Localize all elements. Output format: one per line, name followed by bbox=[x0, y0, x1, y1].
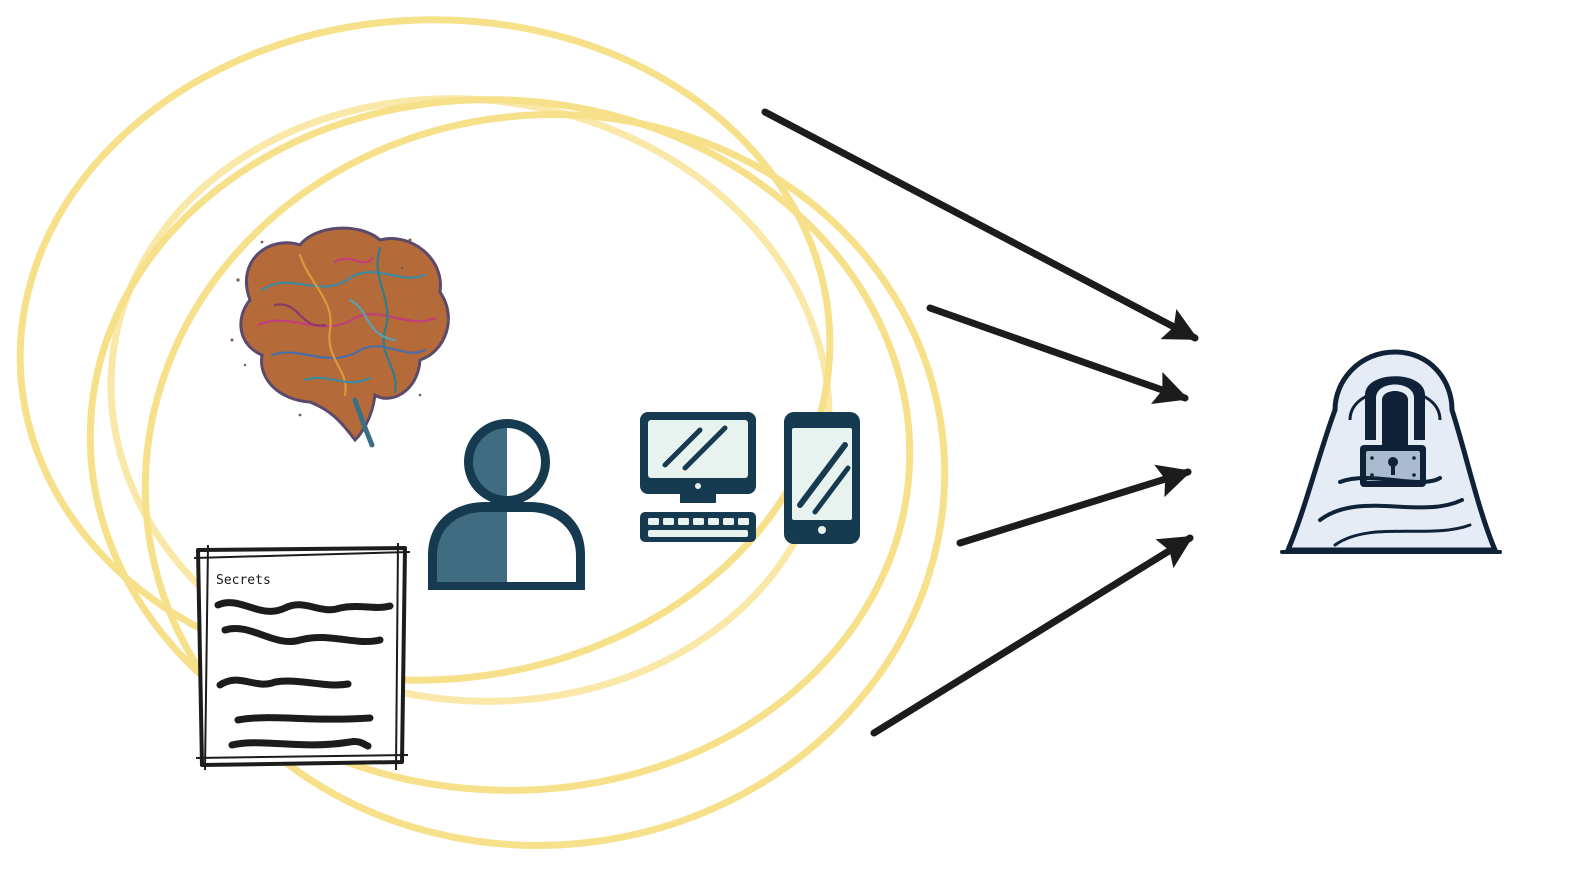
scribble-loop-4 bbox=[107, 95, 833, 705]
smartphone-icon bbox=[784, 412, 860, 544]
person-icon bbox=[428, 419, 585, 590]
arrow-2 bbox=[926, 304, 1189, 405]
secrets-document-icon: Secrets bbox=[193, 542, 411, 771]
arrows bbox=[761, 108, 1199, 737]
scribble-loop-1 bbox=[16, 16, 834, 684]
arrow-4 bbox=[870, 534, 1194, 737]
arrow-1 bbox=[761, 108, 1199, 342]
arrow-3 bbox=[956, 464, 1192, 547]
document-title: Secrets bbox=[216, 573, 271, 588]
scribble-loop-2 bbox=[86, 96, 914, 794]
hooded-lock-icon bbox=[1280, 349, 1502, 554]
desktop-computer-icon bbox=[640, 412, 756, 542]
brain-icon bbox=[230, 226, 450, 448]
